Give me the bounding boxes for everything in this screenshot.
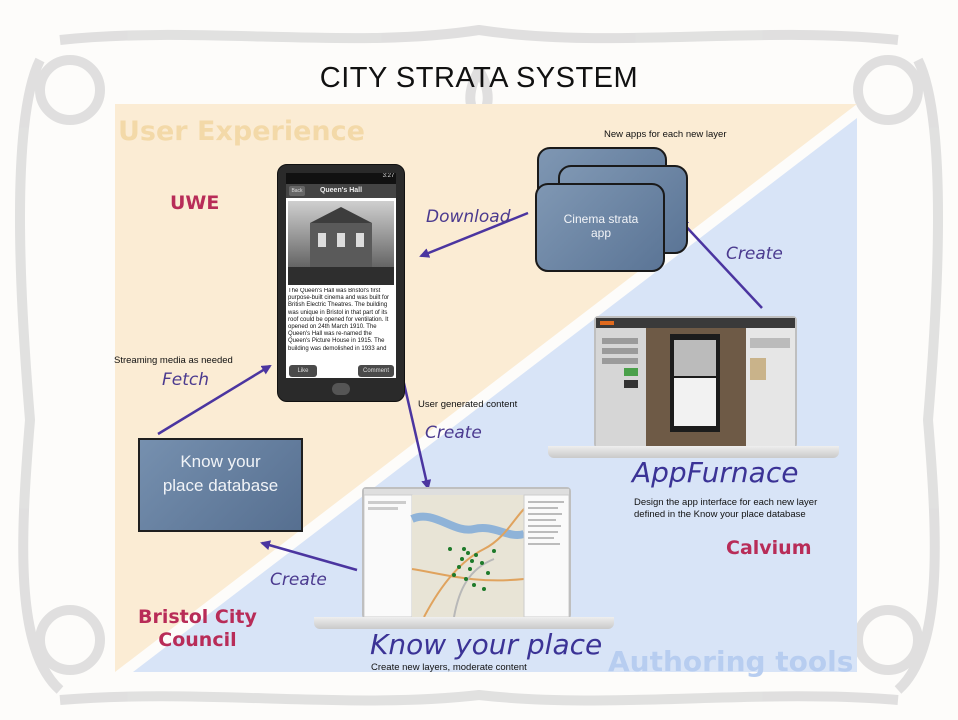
- streaming-caption: Streaming media as needed: [114, 355, 233, 366]
- appfurnace-desc-line2: defined in the Know your place database: [634, 509, 806, 520]
- decorative-frame-icon: [15, 24, 943, 706]
- download-label: Download: [426, 207, 511, 227]
- ugc-caption: User generated content: [418, 399, 518, 410]
- bristol-line2: Council: [158, 629, 237, 651]
- bristol-line1: Bristol City: [138, 606, 257, 628]
- slide-title: CITY STRATA SYSTEM: [319, 62, 639, 94]
- queens-hall-photo: [288, 201, 394, 285]
- database-line2: place database: [162, 476, 279, 495]
- comment-button: Comment: [358, 365, 394, 377]
- create-ugc-label: Create: [425, 423, 482, 443]
- like-button: Like: [289, 365, 317, 377]
- status-time: 3:27: [382, 173, 395, 179]
- database-line1: Know your: [180, 452, 261, 471]
- app-card-text: Cinema strata app: [563, 212, 639, 240]
- appfurnace-laptop-icon: [594, 316, 797, 448]
- phone-title-bar: Queen's Hall: [286, 184, 396, 198]
- authoring-tools-label: Authoring tools: [608, 645, 854, 678]
- fetch-label: Fetch: [162, 370, 210, 390]
- map-screenshot-icon: [363, 489, 570, 618]
- appfurnace-title: AppFurnace: [632, 456, 799, 489]
- create-layer-arrow: [260, 540, 358, 572]
- new-apps-caption: New apps for each new layer: [604, 129, 727, 140]
- know-your-place-laptop-base: [314, 617, 614, 629]
- phone-body-text: The Queen's Hall was Bristol's first pur…: [288, 288, 390, 352]
- uwe-label: UWE: [170, 192, 220, 214]
- fetch-arrow: [157, 364, 272, 436]
- create-layer-label: Create: [270, 570, 327, 590]
- calvium-label: Calvium: [726, 537, 812, 559]
- know-your-place-title: Know your place: [370, 628, 603, 661]
- download-arrow: [419, 211, 529, 258]
- appfurnace-laptop-base: [548, 446, 839, 458]
- know-your-place-database: Know your place database: [138, 438, 303, 532]
- phone-screen: 3:27 Queen's Hall Back The Queen's Hall …: [286, 173, 396, 378]
- appfurnace-desc-line1: Design the app interface for each new la…: [634, 497, 818, 508]
- phone-illustration-icon: 3:27 Queen's Hall Back The Queen's Hall …: [277, 164, 405, 402]
- authoring-tools-region: [133, 118, 857, 672]
- create-app-arrow: [678, 218, 763, 309]
- phone-back-button: Back: [289, 186, 305, 196]
- appfurnace-description: Design the app interface for each new la…: [634, 497, 817, 521]
- user-experience-label: User Experience: [118, 116, 365, 147]
- app-card-front: Cinema strata app: [535, 183, 665, 272]
- bristol-council-label: Bristol City Council: [138, 606, 257, 652]
- phone-home-icon: [332, 383, 350, 395]
- create-app-label: Create: [726, 244, 783, 264]
- know-your-place-description: Create new layers, moderate content: [371, 662, 527, 673]
- know-your-place-laptop-icon: [362, 487, 571, 619]
- phone-status-bar: 3:27: [286, 173, 396, 184]
- database-label: Know your place database: [140, 450, 301, 498]
